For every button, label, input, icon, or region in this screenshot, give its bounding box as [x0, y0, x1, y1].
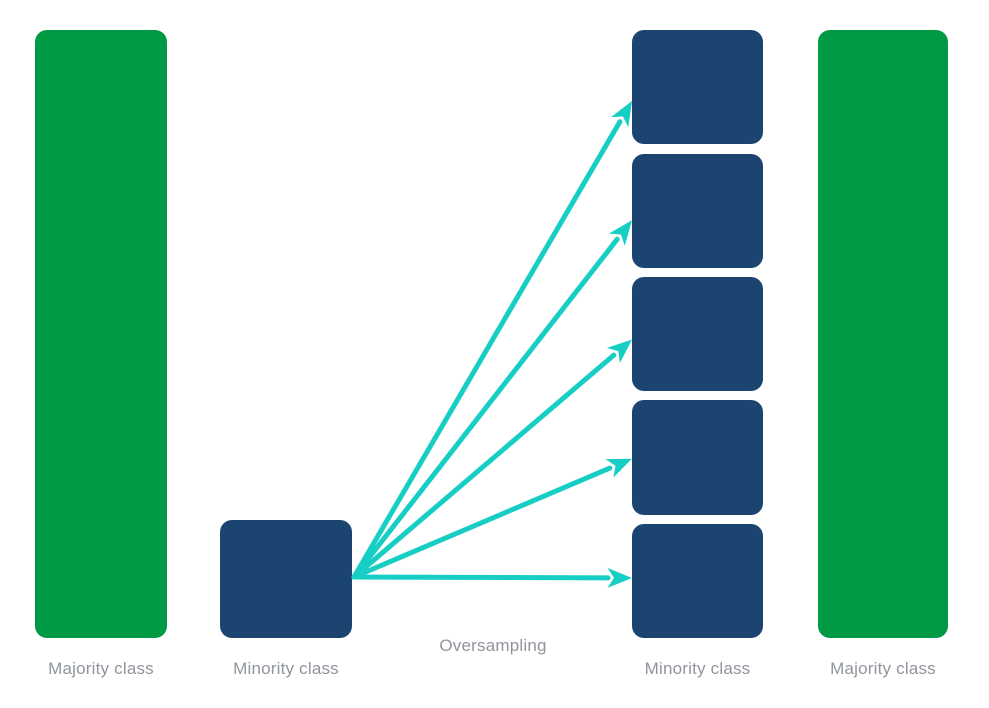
oversampling-arrow [351, 567, 632, 588]
minority-class-box-source [220, 520, 352, 638]
minority-class-box-duplicate [632, 523, 763, 638]
minority-class-label-left: Minority class [233, 659, 339, 678]
minority-class-label-right: Minority class [644, 659, 751, 678]
oversampling-caption: Oversampling [439, 636, 547, 655]
oversampling-arrow [351, 458, 632, 580]
majority-class-bar-right [818, 30, 948, 638]
oversampling-arrows [351, 100, 633, 588]
minority-class-box-duplicate [632, 400, 763, 515]
majority-class-label-right: Majority class [830, 659, 936, 678]
majority-class-bar-left [35, 30, 167, 638]
majority-class-label-left: Majority class [48, 659, 154, 678]
minority-class-box-duplicate [632, 276, 763, 392]
minority-class-box-duplicate [632, 153, 763, 268]
oversampling-arrow [351, 100, 633, 580]
oversampling-arrow [351, 220, 632, 580]
oversampling-arrow [351, 339, 633, 580]
minority-class-box-duplicate [632, 30, 763, 145]
